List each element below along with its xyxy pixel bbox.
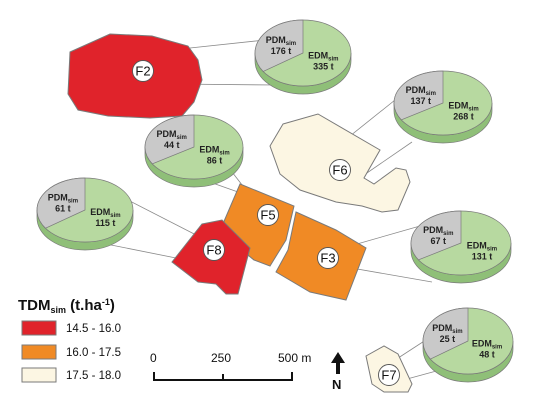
pie-value-pdm-f5: 44 t: [164, 140, 180, 150]
pie-value-edm-f5: 86 t: [207, 155, 223, 165]
pie-value-pdm-f3: 67 t: [431, 236, 447, 246]
field-label-text-f2: F2: [135, 64, 150, 79]
connector-f2-1: [189, 39, 266, 49]
pie-slice-pdm-f7: [422, 307, 469, 360]
field-label-text-f7: F7: [381, 368, 396, 383]
field-label-circle-f6: [329, 159, 351, 181]
field-label-f6: F6: [329, 159, 351, 181]
legend-label-3: 17.5 - 18.0: [66, 370, 121, 382]
scale-line: [153, 372, 293, 381]
pie-slice-pdm-f2: [254, 19, 304, 72]
pie-label-edm-f8: EDMsim: [90, 207, 120, 219]
north-arrow: N: [331, 352, 345, 392]
pie-label-edm-f2: EDMsim: [308, 50, 338, 62]
field-label-f2: F2: [132, 60, 154, 82]
pie-slice-pdm-f3: [410, 210, 462, 261]
pie-value-edm-f3: 131 t: [472, 251, 493, 261]
field-label-circle-f5: [257, 204, 279, 226]
legend: TDMsim (t.ha-1) 14.5 - 16.0 16.0 - 17.5 …: [18, 297, 121, 383]
legend-swatch-3: [21, 367, 57, 383]
pie-value-pdm-f8: 61 t: [55, 203, 71, 213]
pie-value-edm-f7: 48 t: [479, 350, 495, 360]
pie-label-edm-f7: EDMsim: [472, 339, 502, 351]
pie-value-edm-f2: 335 t: [313, 61, 334, 71]
field-label-f3: F3: [317, 247, 339, 269]
legend-item-2: 16.0 - 17.5: [21, 344, 121, 360]
scale-tick-label-0: 0: [150, 351, 157, 365]
pie-slice-pdm-f8: [36, 177, 86, 229]
pie-label-pdm-f3: PDMsim: [423, 225, 453, 237]
scale-bar: 0 250 500 m: [150, 351, 311, 381]
legend-item-3: 17.5 - 18.0: [21, 367, 121, 383]
legend-label-1: 14.5 - 16.0: [66, 323, 121, 335]
pie-label-edm-f3: EDMsim: [467, 240, 497, 252]
field-label-f7: F7: [378, 364, 400, 386]
north-arrow-icon: [331, 352, 345, 374]
scale-tick-label-500: 500 m: [278, 351, 311, 365]
pie-slice-pdm-f5: [144, 114, 195, 165]
field-label-f5: F5: [257, 204, 279, 226]
pie-label-pdm-f8: PDMsim: [48, 192, 78, 204]
field-label-circle-f3: [317, 247, 339, 269]
pie-value-pdm-f2: 176 t: [271, 46, 292, 56]
scale-tick-label-250: 250: [211, 351, 231, 365]
field-label-f8: F8: [203, 239, 225, 261]
pie-value-edm-f8: 115 t: [95, 218, 115, 228]
legend-title: TDMsim (t.ha-1): [18, 297, 115, 315]
field-label-circle-f7: [378, 364, 400, 386]
field-label-text-f5: F5: [260, 208, 275, 223]
pie-label-pdm-f5: PDMsim: [157, 129, 187, 141]
pie-slice-pdm-f6: [393, 70, 444, 121]
pie-label-pdm-f6: PDMsim: [406, 85, 436, 97]
field-label-circle-f8: [203, 239, 225, 261]
pie-value-pdm-f7: 25 t: [440, 334, 456, 344]
legend-label-2: 16.0 - 17.5: [66, 347, 121, 359]
legend-swatch-2: [21, 344, 57, 360]
pie-value-pdm-f6: 137 t: [410, 96, 431, 106]
connector-f8-1: [123, 197, 203, 239]
field-label-text-f3: F3: [320, 251, 335, 266]
pie-value-edm-f6: 268 t: [453, 111, 474, 121]
field-label-circle-f2: [132, 60, 154, 82]
field-label-text-f8: F8: [206, 243, 221, 258]
pie-label-pdm-f7: PDMsim: [432, 323, 462, 335]
legend-item-1: 14.5 - 16.0: [21, 320, 121, 336]
pie-label-edm-f6: EDMsim: [448, 100, 478, 112]
pie-label-edm-f5: EDMsim: [199, 144, 229, 156]
north-label: N: [332, 377, 341, 392]
field-label-text-f6: F6: [332, 163, 347, 178]
pie-label-pdm-f2: PDMsim: [266, 35, 296, 47]
legend-swatch-1: [21, 320, 57, 336]
